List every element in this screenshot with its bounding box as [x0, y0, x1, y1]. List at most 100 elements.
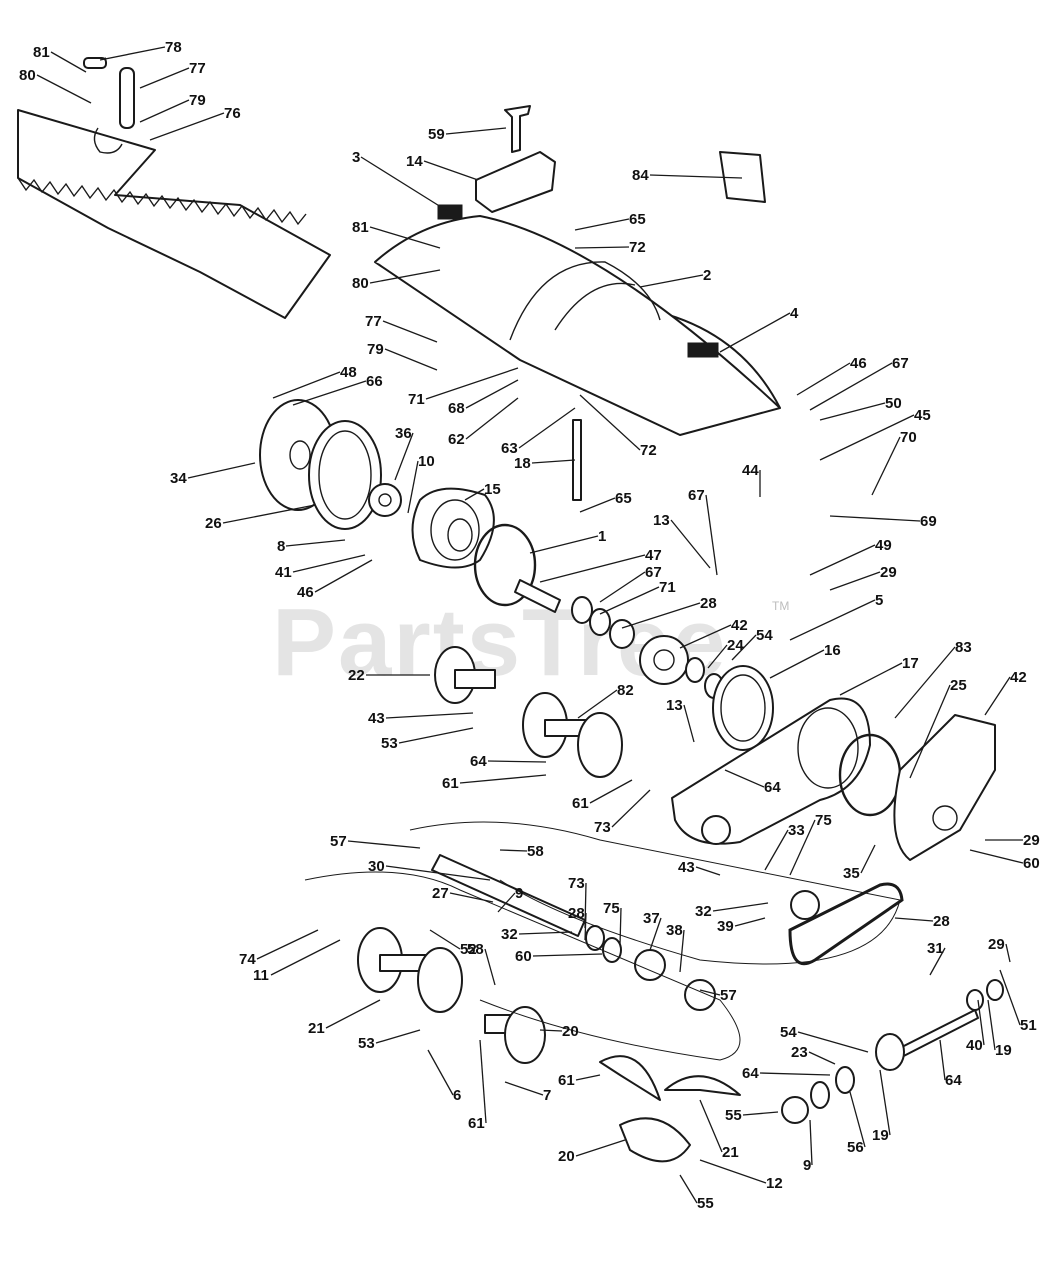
callout-leader	[423, 160, 479, 181]
callout-number: 79	[189, 92, 206, 109]
callout-leader	[398, 727, 474, 744]
callout-number: 54	[756, 627, 773, 644]
callout-number: 64	[945, 1072, 962, 1089]
callout-leader	[504, 1081, 544, 1096]
callout-leader	[292, 380, 367, 406]
callout-leader	[939, 1039, 946, 1081]
callout-number: 41	[275, 564, 292, 581]
tine-assembly	[619, 1117, 691, 1163]
callout-leader	[619, 907, 622, 946]
worm-gear	[639, 635, 689, 685]
callout-number: 65	[629, 211, 646, 228]
callout-number: 12	[766, 1175, 783, 1192]
callout-number: 11	[253, 967, 269, 984]
callout-leader	[325, 999, 381, 1029]
callout-leader	[487, 760, 547, 763]
callout-leader	[574, 218, 630, 231]
ring-20-right	[986, 979, 1004, 1001]
callout-number: 3	[352, 149, 360, 166]
callout-number: 75	[603, 900, 620, 917]
callout-leader	[789, 819, 816, 876]
callout-leader	[599, 571, 646, 603]
callout-number: 60	[515, 948, 532, 965]
callout-leader	[465, 397, 519, 440]
callout-number: 67	[688, 487, 705, 504]
spacer-5	[609, 619, 635, 649]
assembly-outline-lower	[304, 871, 741, 1061]
axle-shaft	[431, 854, 586, 937]
bearing-28	[589, 608, 611, 636]
callout-number: 20	[562, 1023, 579, 1040]
callout-number: 16	[824, 642, 841, 659]
callout-leader	[712, 902, 769, 912]
gear-housing	[893, 714, 996, 861]
callout-leader	[719, 312, 791, 353]
callout-number: 26	[205, 515, 222, 532]
callout-number: 72	[640, 442, 657, 459]
callout-number: 48	[340, 364, 357, 381]
callout-number: 65	[615, 490, 632, 507]
callout-number: 38	[666, 922, 683, 939]
callout-leader	[984, 676, 1011, 716]
parts-drawing	[17, 57, 1004, 1163]
callout-leader	[139, 67, 190, 89]
callout-number: 64	[470, 753, 487, 770]
callout-leader	[621, 602, 701, 629]
callout-number: 55	[697, 1195, 714, 1212]
callout-number: 19	[872, 1127, 889, 1144]
callout-number: 59	[428, 126, 445, 143]
callout-number: 77	[189, 60, 206, 77]
callout-number: 40	[966, 1037, 983, 1054]
bearing-17	[685, 657, 705, 683]
callout-number: 31	[927, 940, 944, 957]
callout-leader	[425, 367, 519, 400]
callout-number: 80	[19, 67, 36, 84]
callout-number: 84	[632, 167, 649, 184]
callout-number: 55	[725, 1107, 742, 1124]
callout-leader	[679, 1174, 698, 1204]
worm-shaft	[514, 579, 561, 613]
callout-leader	[407, 460, 419, 514]
callout-number: 80	[352, 275, 369, 292]
callout-leader	[539, 1029, 563, 1032]
callout-number: 79	[367, 341, 384, 358]
callout-leader	[577, 689, 618, 719]
callout-number: 6	[453, 1087, 461, 1104]
callout-leader	[819, 402, 886, 421]
callout-leader	[187, 462, 256, 479]
gasket-83	[712, 665, 774, 751]
callout-number: 13	[666, 697, 683, 714]
callout-leader	[764, 829, 789, 871]
callout-number: 42	[731, 617, 748, 634]
bearing-29	[571, 596, 593, 624]
callout-leader	[360, 156, 450, 213]
gasket	[308, 420, 382, 530]
callout-number: 32	[501, 926, 518, 943]
carriage-bolt	[504, 105, 531, 153]
callout-leader	[849, 1091, 866, 1148]
callout-number: 7	[543, 1087, 551, 1104]
callout-number: 53	[358, 1035, 375, 1052]
callout-number: 42	[1010, 669, 1027, 686]
callout-leader	[731, 634, 757, 661]
callout-number: 73	[594, 819, 611, 836]
callout-number: 58	[527, 843, 544, 860]
callout-leader	[479, 1039, 487, 1124]
sprocket-35	[790, 890, 820, 920]
callout-leader	[394, 432, 414, 481]
callout-leader	[839, 662, 903, 696]
hub-upper	[434, 646, 496, 704]
callout-leader	[809, 362, 893, 411]
callout-number: 67	[645, 564, 662, 581]
deflector-shield	[17, 57, 331, 319]
callout-number: 81	[352, 219, 369, 236]
callout-number: 64	[764, 779, 781, 796]
callout-number: 63	[501, 440, 518, 457]
callout-leader	[459, 774, 547, 784]
callout-leader	[797, 1031, 869, 1053]
callout-number: 44	[742, 462, 759, 479]
callout-number: 9	[803, 1157, 811, 1174]
callout-leader	[347, 840, 421, 849]
callout-number: 14	[406, 153, 423, 170]
